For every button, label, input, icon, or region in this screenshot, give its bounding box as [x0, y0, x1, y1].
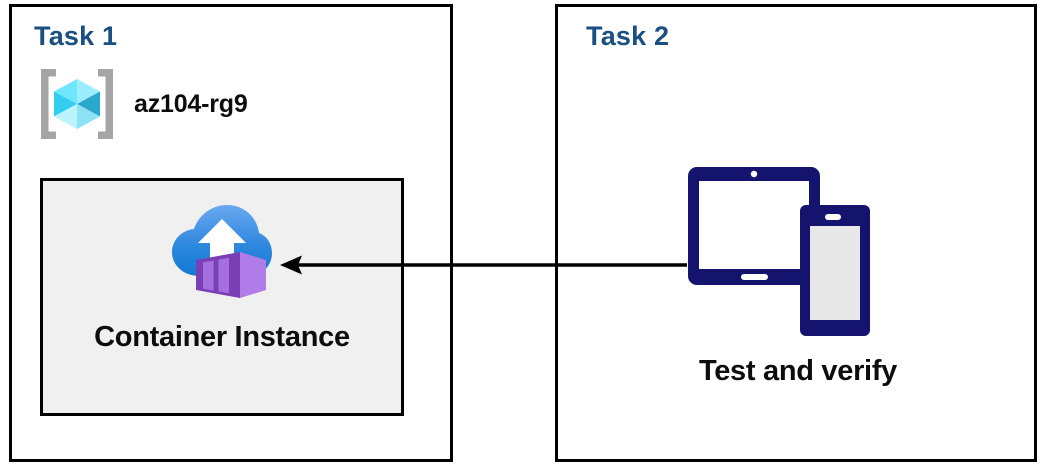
resource-group-icon [36, 63, 118, 145]
container-instance-box: Container Instance [40, 178, 404, 416]
task-2-label: Task 2 [586, 21, 670, 51]
container-instance-caption: Container Instance [94, 321, 350, 353]
resource-group-row: az104-rg9 [36, 63, 248, 145]
task-card-1: Task 1 [9, 4, 453, 462]
resource-group-name: az104-rg9 [134, 89, 248, 118]
task-card-2: Task 2 Test and verify [555, 4, 1037, 462]
task-1-label: Task 1 [34, 21, 118, 51]
test-and-verify-caption: Test and verify [698, 355, 898, 387]
